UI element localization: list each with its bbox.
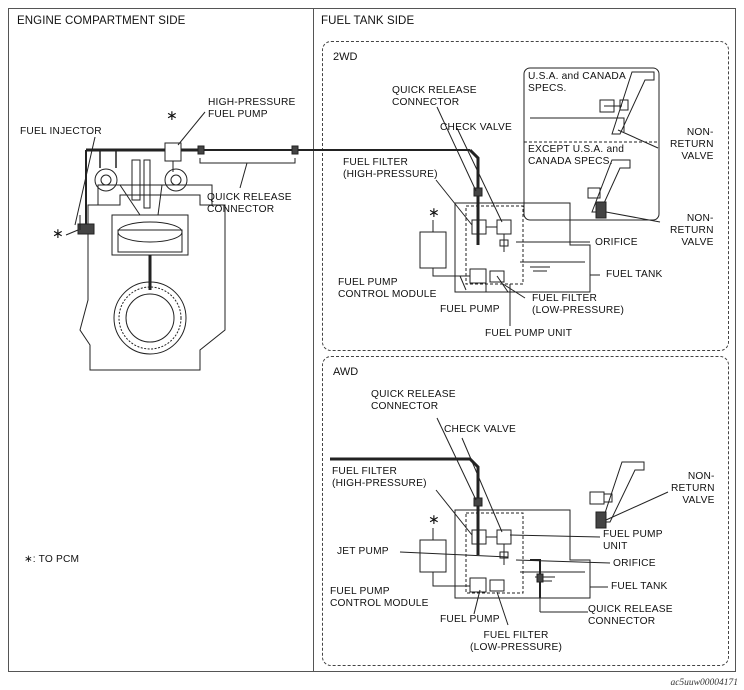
label-2wd-except-usa: EXCEPT U.S.A. and CANADA SPECS.	[528, 144, 625, 167]
engine-illustration	[65, 111, 470, 371]
label-awd-fuel-tank: FUEL TANK	[611, 581, 668, 592]
label-2wd-fuel-filter-hp: FUEL FILTER (HIGH-PRESSURE)	[343, 157, 438, 180]
label-awd-fuel-filter-lp: FUEL FILTER (LOW-PRESSURE)	[470, 630, 563, 653]
label-2wd-orifice: ORIFICE	[595, 237, 638, 248]
label-awd-orifice: ORIFICE	[613, 558, 656, 569]
label-2wd-fuel-tank: FUEL TANK	[606, 269, 663, 280]
label-awd-fuel-pump: FUEL PUMP	[440, 614, 500, 625]
asterisk-awd-fpcm: ∗	[428, 511, 440, 527]
label-to-pcm: ∗: TO PCM	[24, 554, 80, 565]
section-divider	[313, 9, 314, 671]
label-awd-fuel-filter-hp: FUEL FILTER (HIGH-PRESSURE)	[332, 466, 427, 489]
label-awd-non-return: NON- RETURN VALVE	[671, 471, 715, 506]
panel-awd-title: AWD	[333, 366, 359, 378]
label-quick-release-engine: QUICK RELEASE CONNECTOR	[207, 192, 292, 215]
awd-system	[330, 417, 669, 626]
label-awd-check-valve: CHECK VALVE	[444, 424, 517, 435]
label-2wd-non-return-1: NON- RETURN VALVE	[670, 127, 714, 162]
label-2wd-fuel-pump: FUEL PUMP	[440, 304, 500, 315]
label-2wd-non-return-2: NON- RETURN VALVE	[670, 213, 714, 248]
engine-side-header: ENGINE COMPARTMENT SIDE	[17, 15, 186, 27]
label-2wd-check-valve: CHECK VALVE	[440, 122, 513, 133]
figure-code: ac5uuw00004171	[670, 678, 738, 688]
tank-side-header: FUEL TANK SIDE	[321, 15, 415, 27]
twd-system	[419, 67, 661, 326]
label-awd-fpcm: FUEL PUMP CONTROL MODULE	[330, 586, 429, 609]
label-hp-fuel-pump: HIGH-PRESSURE FUEL PUMP	[208, 97, 296, 120]
panel-2wd	[322, 41, 729, 351]
diagram-frame: ENGINE COMPARTMENT SIDE FUEL TANK SIDE 2…	[8, 8, 736, 672]
asterisk-injector: ∗	[52, 225, 64, 241]
label-2wd-usa-canada: U.S.A. and CANADA SPECS.	[528, 71, 626, 94]
asterisk-2wd-fpcm: ∗	[428, 204, 440, 220]
asterisk-hp-pump: ∗	[166, 107, 178, 123]
label-awd-quick-release: QUICK RELEASE CONNECTOR	[371, 389, 456, 412]
label-2wd-fpcm: FUEL PUMP CONTROL MODULE	[338, 277, 437, 300]
label-awd-fuel-pump-unit: FUEL PUMP UNIT	[603, 529, 663, 552]
label-2wd-fuel-pump-unit: FUEL PUMP UNIT	[485, 328, 573, 339]
label-awd-jet-pump: JET PUMP	[337, 546, 389, 557]
label-awd-quick-release-2: QUICK RELEASE CONNECTOR	[588, 604, 673, 627]
panel-awd	[322, 356, 729, 666]
label-fuel-injector: FUEL INJECTOR	[20, 126, 102, 137]
label-2wd-fuel-filter-lp: FUEL FILTER (LOW-PRESSURE)	[532, 293, 625, 316]
label-2wd-quick-release: QUICK RELEASE CONNECTOR	[392, 85, 477, 108]
panel-2wd-title: 2WD	[333, 51, 358, 63]
